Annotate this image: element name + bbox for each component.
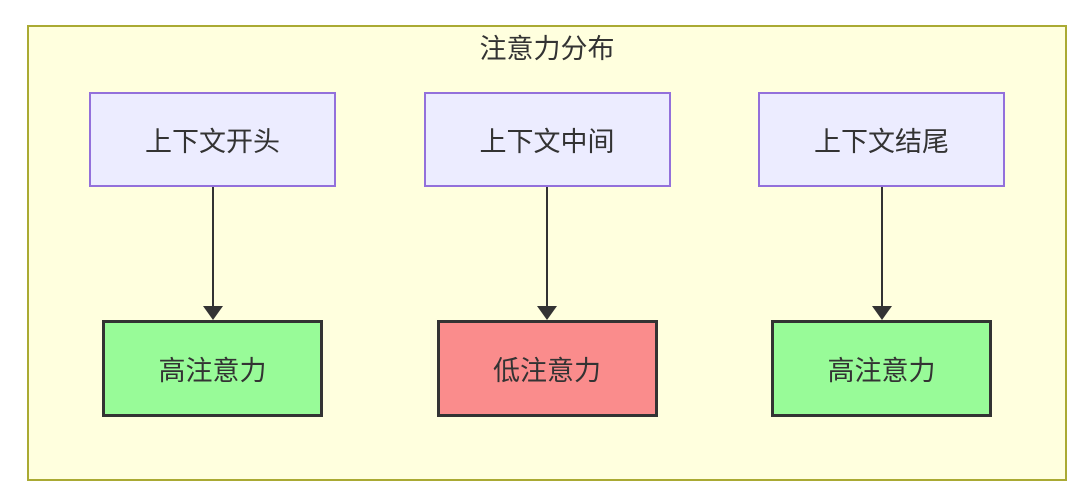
arrow-line [546, 187, 548, 307]
arrowhead-down-icon [871, 306, 892, 320]
arrow-line [211, 187, 214, 307]
flow-columns: 上下文开头 高注意力 上下文中间 低注意力 上下文结尾 [29, 92, 1065, 417]
flow-column-context-start: 上下文开头 高注意力 [89, 92, 336, 417]
attention-distribution-diagram: 注意力分布 上下文开头 高注意力 上下文中间 低注意力 上下文结尾 [27, 25, 1067, 481]
flow-column-context-middle: 上下文中间 低注意力 [423, 92, 671, 417]
edge-arrow-middle [537, 187, 557, 320]
arrow-line [880, 187, 883, 307]
node-context-start: 上下文开头 [89, 92, 336, 187]
arrowhead-down-icon [537, 306, 557, 320]
flow-column-context-end: 上下文结尾 高注意力 [758, 92, 1005, 417]
arrowhead-down-icon [202, 306, 223, 320]
node-attention-middle: 低注意力 [436, 320, 658, 417]
node-attention-end: 高注意力 [771, 320, 992, 417]
edge-arrow-start [202, 187, 223, 320]
edge-arrow-end [871, 187, 892, 320]
diagram-title: 注意力分布 [479, 34, 615, 64]
node-context-end: 上下文结尾 [758, 92, 1005, 187]
node-context-middle: 上下文中间 [423, 92, 671, 187]
node-attention-start: 高注意力 [102, 320, 323, 417]
